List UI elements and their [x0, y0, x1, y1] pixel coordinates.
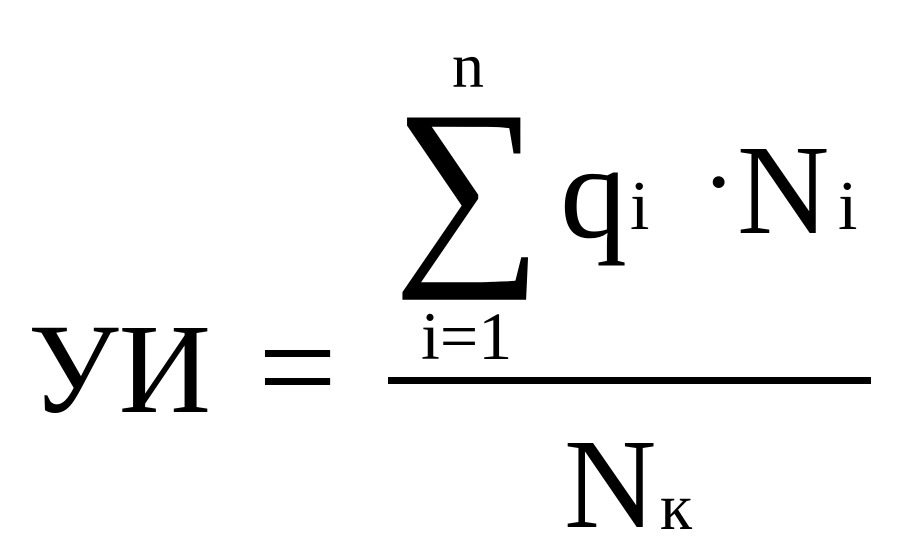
term-n-denominator-subscript: к	[660, 471, 693, 544]
multiplication-dot: ·	[702, 126, 736, 237]
term-n-numerator: N	[737, 119, 830, 261]
term-q: q	[560, 118, 627, 266]
fraction-bar	[388, 377, 871, 384]
term-n-numerator-subscript: i	[838, 168, 858, 245]
formula-lhs: УИ	[28, 298, 212, 440]
sum-lower-limit: i=1	[421, 298, 513, 374]
term-n-denominator: N	[564, 413, 657, 555]
summation-symbol: ∑	[393, 69, 543, 301]
equals-sign: =	[258, 290, 337, 445]
term-q-subscript: i	[630, 168, 650, 245]
sum-upper-limit: n	[452, 30, 484, 101]
